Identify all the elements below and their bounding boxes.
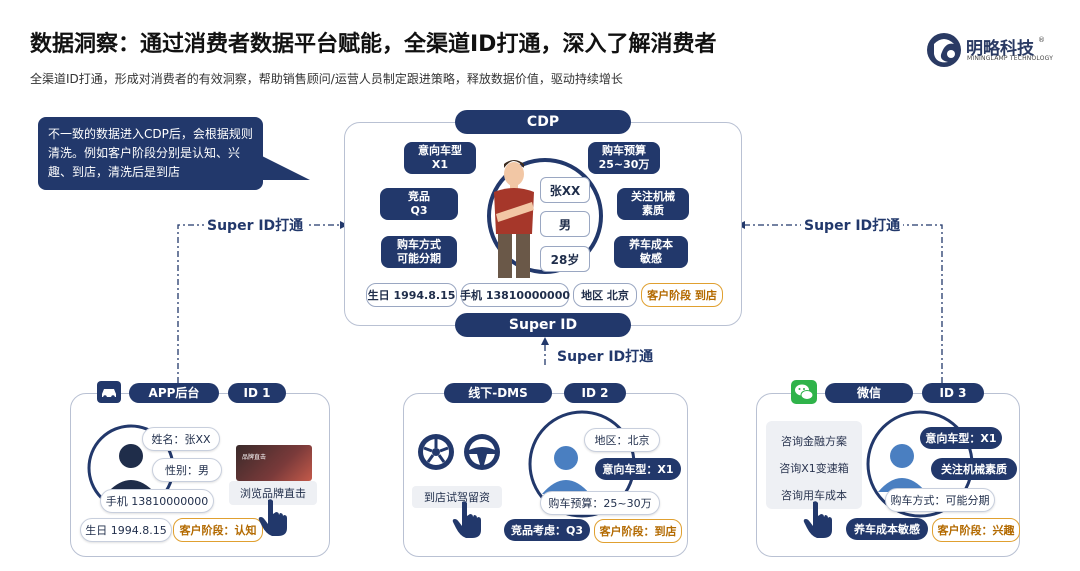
cdp-phone-chip: 手机 13810000000 — [460, 283, 570, 307]
hand-pointer-icon — [258, 499, 287, 536]
wechat-menu-box: 咨询金融方案 咨询X1变速箱 咨询用车成本 — [766, 421, 862, 509]
wechat-menu-item: 咨询金融方案 — [781, 435, 847, 448]
wechat-mech-field: 关注机械素质 — [931, 458, 1017, 480]
wechat-menu-item: 咨询X1变速箱 — [779, 462, 849, 475]
dms-budget-field: 购车预算：25~30万 — [540, 491, 660, 515]
wechat-source-label: 微信 — [825, 383, 913, 403]
person-age-chip: 28岁 — [540, 246, 590, 272]
cdp-tag-maintenance-cost: 养车成本敏感 — [614, 236, 688, 268]
app-birthday-field: 生日 1994.8.15 — [80, 518, 172, 542]
link-label-bottom: Super ID打通 — [557, 349, 654, 365]
cdp-region-chip: 地区 北京 — [573, 283, 637, 307]
app-source-label: APP后台 — [129, 383, 219, 403]
wechat-icon — [791, 380, 817, 404]
cdp-super-id-label: Super ID — [455, 313, 631, 337]
cdp-center-ring — [487, 158, 603, 274]
wheel-and-steering-icon — [418, 434, 500, 470]
cdp-tag-mechanical: 关注机械素质 — [617, 188, 689, 220]
app-id-label: ID 1 — [228, 383, 286, 403]
person-name-chip: 张XX — [540, 177, 590, 203]
brand-video-caption: 品牌直击 — [242, 454, 267, 461]
dms-region-field: 地区：北京 — [584, 428, 660, 452]
cdp-title: CDP — [455, 110, 631, 134]
hand-pointer-icon — [803, 501, 832, 538]
cdp-tag-purchase-method: 购车方式可能分期 — [381, 236, 457, 268]
person-gender-chip: 男 — [540, 211, 590, 237]
page-subtitle: 全渠道ID打通，形成对消费者的有效洞察，帮助销售顾问/运营人员制定跟进策略，释放… — [30, 72, 623, 86]
app-phone-field: 手机 13810000000 — [100, 489, 214, 513]
brand-video-thumbnail: 品牌直击 — [236, 445, 312, 481]
logo-name: 明略科技 — [966, 39, 1034, 59]
link-label-left: Super ID打通 — [204, 215, 307, 235]
mininglamp-logo-icon — [927, 33, 961, 67]
dms-source-label: 线下-DMS — [444, 383, 552, 403]
dms-stage-field: 客户阶段：到店 — [594, 519, 682, 543]
wechat-menu-item: 咨询用车成本 — [781, 489, 847, 502]
app-stage-field: 客户阶段：认知 — [173, 518, 263, 542]
wechat-model-field: 意向车型：X1 — [920, 427, 1002, 449]
cdp-stage-chip: 客户阶段 到店 — [641, 283, 723, 307]
car-icon — [97, 381, 121, 403]
app-gender-field: 性别：男 — [152, 458, 222, 482]
logo-subtitle: MININGLAMP TECHNOLOGY — [967, 55, 1054, 62]
cdp-birthday-chip: 生日 1994.8.15 — [366, 283, 457, 307]
hand-pointer-icon — [452, 501, 481, 538]
dms-test-drive-action: 到店试驾留资 — [412, 486, 502, 508]
callout-pointer — [250, 150, 310, 180]
app-name-field: 姓名：张XX — [142, 427, 220, 451]
dms-competitor-field: 竞品考虑：Q3 — [504, 519, 590, 541]
callout-text: 不一致的数据进入CDP后，会根据规则清洗。例如客户阶段分别是认知、兴趣、到店，清… — [48, 127, 253, 179]
page-title: 数据洞察：通过消费者数据平台赋能，全渠道ID打通，深入了解消费者 — [30, 32, 717, 57]
wechat-id-label: ID 3 — [922, 383, 984, 403]
wechat-stage-field: 客户阶段：兴趣 — [932, 518, 1020, 542]
wechat-cost-field: 养车成本敏感 — [846, 518, 928, 540]
dms-model-field: 意向车型：X1 — [595, 458, 681, 480]
person-illustration-icon — [494, 160, 534, 278]
dms-id-label: ID 2 — [564, 383, 626, 403]
callout-bubble: 不一致的数据进入CDP后，会根据规则清洗。例如客户阶段分别是认知、兴趣、到店，清… — [38, 117, 263, 190]
logo-registered-mark: ® — [1038, 36, 1045, 44]
wechat-method-field: 购车方式：可能分期 — [885, 488, 995, 512]
link-label-right: Super ID打通 — [801, 215, 904, 235]
